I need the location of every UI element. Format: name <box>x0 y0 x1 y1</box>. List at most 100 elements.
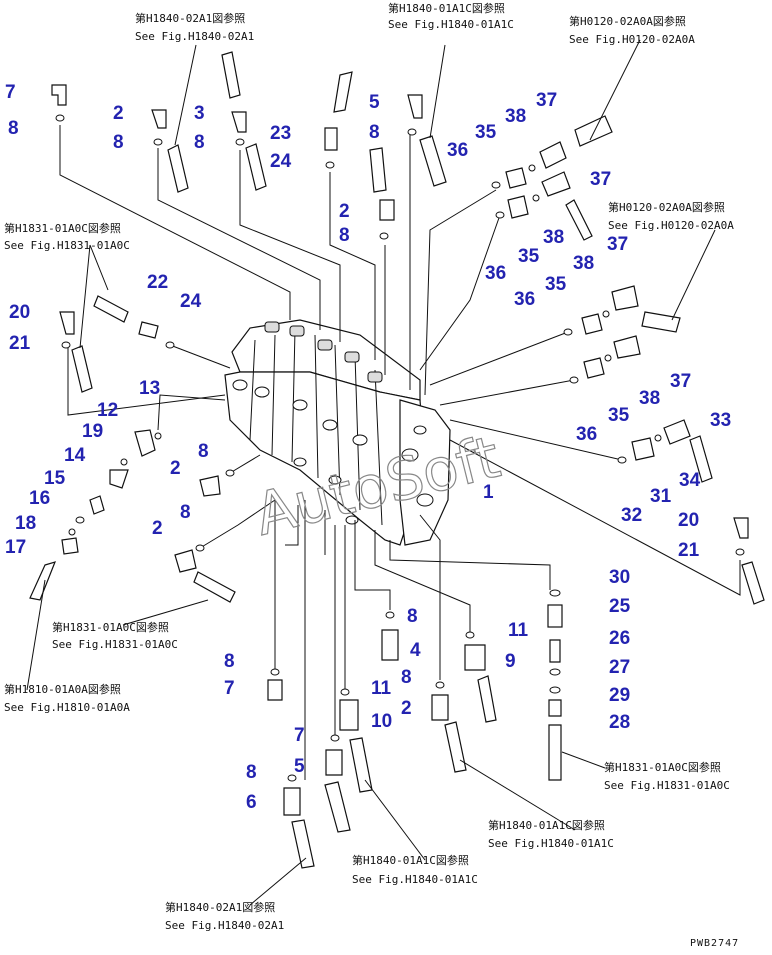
callout: 7 <box>294 725 305 746</box>
callout: 22 <box>147 272 168 293</box>
callout: 25 <box>609 596 631 617</box>
callout-numbers: 7 8 2 8 3 8 23 24 5 8 37 38 36 35 37 2 8… <box>5 82 731 813</box>
callout: 21 <box>678 540 700 561</box>
ref-jp-11: 第H1840-02A1図参照 <box>165 900 275 914</box>
ref-jp-7: 第H1810-01A0A図参照 <box>4 682 121 696</box>
callout: 35 <box>475 122 497 143</box>
callout: 8 <box>339 225 350 246</box>
ref-jp-2: 第H1840-01A1C図参照 <box>388 1 505 15</box>
callout: 2 <box>339 201 350 222</box>
callout: 7 <box>5 82 16 103</box>
ref-en-3: See Fig.H0120-02A0A <box>569 33 695 46</box>
callout: 30 <box>609 567 630 588</box>
callout: 36 <box>576 424 597 445</box>
ref-en-6: See Fig.H1831-01A0C <box>52 638 178 651</box>
callout: 8 <box>180 502 191 523</box>
ref-en-4: See Fig.H1831-01A0C <box>4 239 130 252</box>
ref-jp-1: 第H1840-02A1図参照 <box>135 11 245 25</box>
control-valve-body <box>224 319 451 546</box>
callout: 15 <box>44 468 66 489</box>
callout: 24 <box>180 291 202 312</box>
callout: 17 <box>5 537 26 558</box>
callout: 12 <box>97 400 118 421</box>
callout: 31 <box>650 486 672 507</box>
callout: 16 <box>29 488 50 509</box>
ref-en-11: See Fig.H1840-02A1 <box>165 919 284 932</box>
callout: 19 <box>82 421 103 442</box>
callout: 38 <box>639 388 660 409</box>
ref-en-1: See Fig.H1840-02A1 <box>135 30 254 43</box>
port-leader-lines <box>59 125 741 780</box>
callout: 36 <box>485 263 506 284</box>
callout: 21 <box>9 333 31 354</box>
drawing-code: PWB2747 <box>690 938 739 949</box>
ref-en-8: See Fig.H1831-01A0C <box>604 779 730 792</box>
ref-jp-8: 第H1831-01A0C図参照 <box>604 760 721 774</box>
callout: 20 <box>678 510 699 531</box>
callout: 37 <box>590 169 611 190</box>
callout: 36 <box>447 140 468 161</box>
callout: 2 <box>170 458 181 479</box>
callout: 32 <box>621 505 642 526</box>
callout: 5 <box>294 756 305 777</box>
callout: 2 <box>401 698 412 719</box>
ref-en-2: See Fig.H1840-01A1C <box>388 18 514 31</box>
callout: 3 <box>194 103 205 124</box>
callout: 4 <box>410 640 421 661</box>
ref-en-5: See Fig.H0120-02A0A <box>608 219 734 232</box>
ref-jp-6: 第H1831-01A0C図参照 <box>52 620 169 634</box>
callout: 35 <box>518 246 540 267</box>
callout: 18 <box>15 513 36 534</box>
ref-jp-5: 第H0120-02A0A図参照 <box>608 200 725 214</box>
callout: 5 <box>369 92 380 113</box>
callout: 10 <box>371 711 392 732</box>
callout: 8 <box>8 118 19 139</box>
ref-jp-3: 第H0120-02A0A図参照 <box>569 14 686 28</box>
callout: 11 <box>508 620 529 641</box>
callout: 8 <box>407 606 418 627</box>
reference-leaders <box>26 39 716 906</box>
callout: 24 <box>270 151 292 172</box>
ref-jp-9: 第H1840-01A1C図参照 <box>488 818 605 832</box>
callout: 20 <box>9 302 30 323</box>
ref-en-7: See Fig.H1810-01A0A <box>4 701 130 714</box>
callout: 8 <box>401 667 412 688</box>
callout: 7 <box>224 678 235 699</box>
callout: 38 <box>543 227 564 248</box>
callout: 38 <box>505 106 526 127</box>
callout: 35 <box>545 274 567 295</box>
callout: 23 <box>270 123 291 144</box>
ref-en-10: See Fig.H1840-01A1C <box>352 873 478 886</box>
ref-jp-10: 第H1840-01A1C図参照 <box>352 853 469 867</box>
callout: 8 <box>246 762 257 783</box>
callout: 35 <box>608 405 630 426</box>
callout: 29 <box>609 685 630 706</box>
callout: 2 <box>152 518 163 539</box>
callout: 1 <box>483 482 494 503</box>
callout: 38 <box>573 253 594 274</box>
callout: 2 <box>113 103 124 124</box>
callout: 8 <box>369 122 380 143</box>
callout: 11 <box>371 678 392 699</box>
callout: 9 <box>505 651 516 672</box>
callout: 33 <box>710 410 731 431</box>
callout: 13 <box>139 378 160 399</box>
callout: 8 <box>113 132 124 153</box>
reference-labels: 第H1840-02A1図参照 See Fig.H1840-02A1 第H1840… <box>4 1 734 932</box>
callout: 36 <box>514 289 535 310</box>
callout: 14 <box>64 445 86 466</box>
part-shapes <box>29 51 765 869</box>
callout: 8 <box>194 132 205 153</box>
callout: 34 <box>679 470 701 491</box>
ref-jp-4: 第H1831-01A0C図参照 <box>4 221 121 235</box>
callout: 26 <box>609 628 630 649</box>
ref-en-9: See Fig.H1840-01A1C <box>488 837 614 850</box>
callout: 8 <box>198 441 209 462</box>
callout: 37 <box>536 90 557 111</box>
callout: 8 <box>224 651 235 672</box>
callout: 27 <box>609 657 630 678</box>
callout: 37 <box>670 371 691 392</box>
callout: 6 <box>246 792 257 813</box>
callout: 28 <box>609 712 630 733</box>
